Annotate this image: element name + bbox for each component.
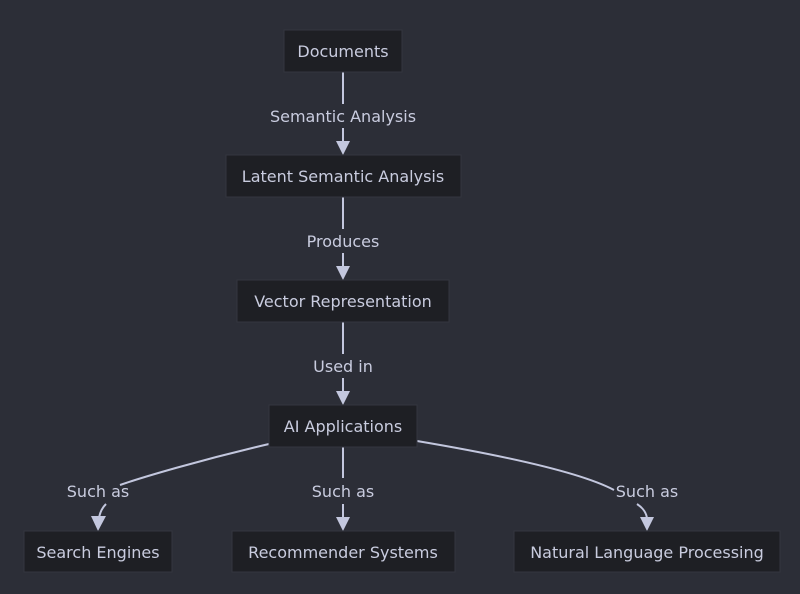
arrowhead-icon — [336, 266, 350, 280]
arrowhead-icon — [640, 517, 654, 531]
arrowhead-icon — [91, 516, 106, 531]
edge-ai-nlp: Such as — [416, 440, 678, 531]
edge-label: Such as — [312, 482, 374, 501]
edge-label: Produces — [307, 232, 380, 251]
edge-ai-search: Such as — [67, 443, 270, 531]
node-label: Recommender Systems — [248, 543, 438, 562]
edge-label: Such as — [67, 482, 129, 501]
node-ai-applications[interactable]: AI Applications — [268, 404, 418, 448]
edge-label: Used in — [313, 357, 373, 376]
edge-lsa-vec: Produces — [300, 197, 386, 280]
arrowhead-icon — [336, 517, 350, 531]
edge-label: Such as — [616, 482, 678, 501]
edge-docs-lsa: Semantic Analysis — [262, 72, 424, 155]
edge-ai-rec: Such as — [305, 447, 381, 531]
arrowhead-icon — [336, 141, 350, 155]
node-natural-language-processing[interactable]: Natural Language Processing — [513, 530, 781, 573]
node-search-engines[interactable]: Search Engines — [23, 530, 173, 573]
node-label: Natural Language Processing — [530, 543, 764, 562]
node-label: Vector Representation — [254, 292, 432, 311]
node-label: Latent Semantic Analysis — [242, 167, 444, 186]
node-latent-semantic-analysis[interactable]: Latent Semantic Analysis — [225, 154, 462, 198]
node-label: AI Applications — [284, 417, 402, 436]
node-label: Search Engines — [36, 543, 159, 562]
edge-vec-ai: Used in — [308, 322, 378, 405]
edge-label: Semantic Analysis — [270, 107, 416, 126]
node-vector-representation[interactable]: Vector Representation — [236, 279, 450, 323]
node-label: Documents — [297, 42, 388, 61]
node-recommender-systems[interactable]: Recommender Systems — [231, 530, 456, 573]
node-documents[interactable]: Documents — [283, 29, 403, 73]
arrowhead-icon — [336, 391, 350, 405]
